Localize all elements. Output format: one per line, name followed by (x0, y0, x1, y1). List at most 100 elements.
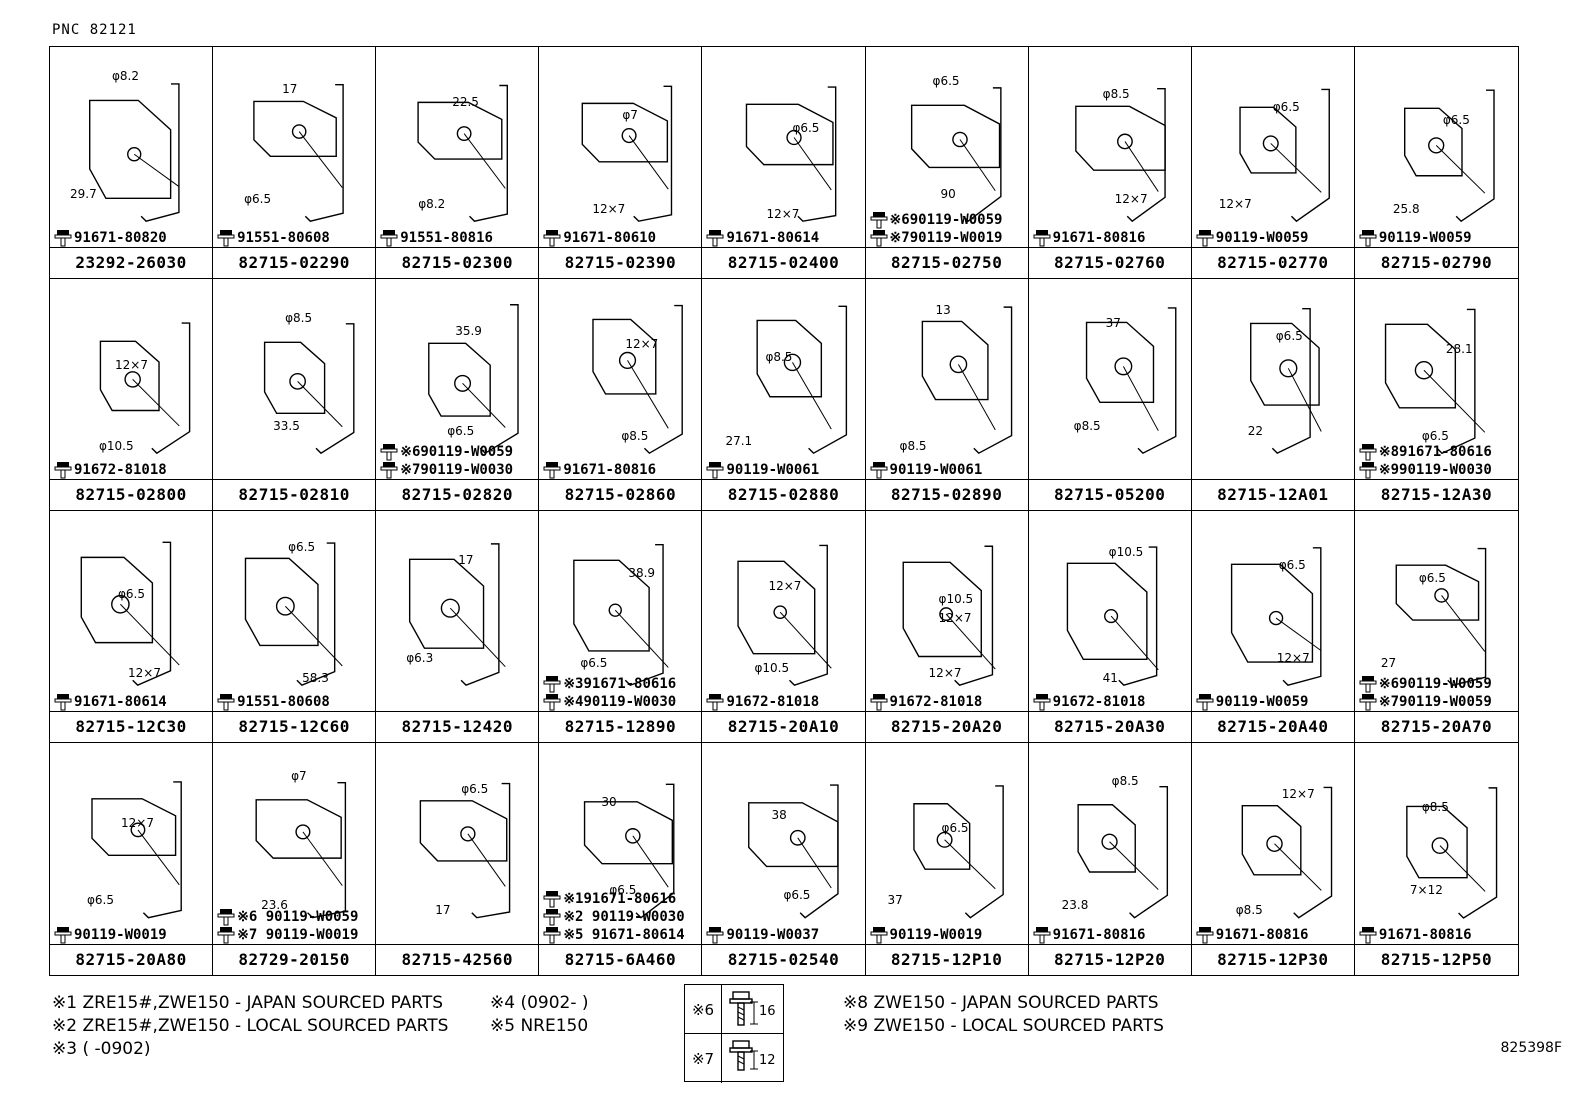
bolt-part-number: 90119-W0059 (1378, 230, 1472, 246)
dimension-label: φ8.5 (1102, 87, 1130, 101)
bolt-part-number: 90119-W0061 (889, 462, 983, 478)
bolt-callouts: ※690119-W0059※790119-W0030 (380, 443, 513, 479)
bolt-callouts: 91671-80816 (1196, 926, 1308, 944)
dimension-label: φ6.5 (244, 192, 272, 206)
part-number: 82715-02800 (50, 479, 213, 510)
bolt-callout: 90119-W0059 (1359, 229, 1472, 247)
notes-column-2: ※4 (0902- ) ※5 NRE150 (490, 992, 589, 1038)
dimension-label: φ8.2 (112, 69, 139, 83)
bolt-callouts: 91671-80614 (54, 693, 167, 711)
bolt-callouts: 90119-W0061 (706, 461, 819, 479)
bolt-callout: ※690119-W0059 (1359, 675, 1492, 693)
part-number: 82715-05200 (1028, 479, 1191, 510)
dimension-label: φ6.5 (1275, 329, 1303, 343)
bolt-callouts: ※6 90119-W0059※7 90119-W0019 (217, 908, 358, 944)
bolt-icon (54, 230, 72, 247)
bracket-drawing (1239, 88, 1330, 223)
bolt-callout: 90119-W0061 (706, 461, 819, 479)
part-number: 82715-02810 (213, 479, 376, 510)
bolt-part-number: 91671-80816 (563, 462, 657, 478)
bolt-callout: 90119-W0059 (1196, 693, 1308, 711)
bolt-icon (54, 462, 72, 479)
bolt-callout: 91671-80820 (54, 229, 167, 247)
bracket-drawing (1384, 308, 1486, 455)
bolt-icon (1196, 694, 1214, 711)
bolt-callouts: ※191671-80616※2 90119-W0030※5 91671-8061… (543, 890, 685, 944)
dimension-label: φ8.5 (1073, 419, 1101, 433)
note-3: ※3 ( -0902) (52, 1039, 151, 1059)
bolt-callout: 91671-80816 (1359, 926, 1472, 944)
legend-row-7: ※7 12 (685, 1033, 783, 1083)
bolt-icon (706, 927, 724, 944)
bolt-callout: 91671-80610 (543, 229, 656, 247)
bolt-callouts: 91671-80610 (543, 229, 656, 247)
bolt-callouts: 91672-81018 (870, 693, 982, 711)
dimension-label: φ6.5 (783, 888, 811, 902)
part-number: 82715-02540 (702, 944, 865, 975)
note-8: ※8 ZWE150 - JAPAN SOURCED PARTS (843, 993, 1159, 1013)
bolt-callouts: 91671-80816 (1033, 926, 1145, 944)
bolt-icon (543, 891, 561, 908)
dimension-label: φ10.5 (1108, 545, 1144, 559)
dimension-label: 27.1 (725, 434, 753, 448)
note-4: ※4 (0902- ) (490, 993, 589, 1013)
bolt-icon (706, 462, 724, 479)
bolt-icon (543, 676, 561, 693)
part-number: 82715-20A20 (865, 711, 1028, 742)
dimension-label: 35.9 (455, 324, 482, 338)
bolt-part-number: ※891671-80616 (1378, 444, 1492, 460)
bolt-callout: ※6 90119-W0059 (217, 908, 358, 926)
notes-column-1: ※1 ZRE15#,ZWE150 - JAPAN SOURCED PARTS ※… (52, 992, 448, 1061)
dimension-label: φ6.5 (580, 656, 608, 670)
bolt-callouts: 91551-80608 (217, 229, 330, 247)
dimension-label: 12×7 (938, 611, 972, 625)
bracket-drawing (756, 305, 848, 455)
dimension-label: φ6.5 (461, 782, 489, 796)
bracket-drawing (255, 782, 347, 919)
bolt-icon (870, 694, 888, 711)
dimension-label: φ6.5 (609, 883, 637, 897)
bolt-part-number: ※990119-W0030 (1378, 462, 1492, 478)
note-2: ※2 ZRE15#,ZWE150 - LOCAL SOURCED PARTS (52, 1016, 449, 1036)
part-number: 82715-12420 (376, 711, 539, 742)
part-number: 82715-02880 (702, 479, 865, 510)
dimension-label: φ6.5 (792, 121, 820, 135)
bolt-callouts: 91671-80816 (1033, 229, 1145, 247)
